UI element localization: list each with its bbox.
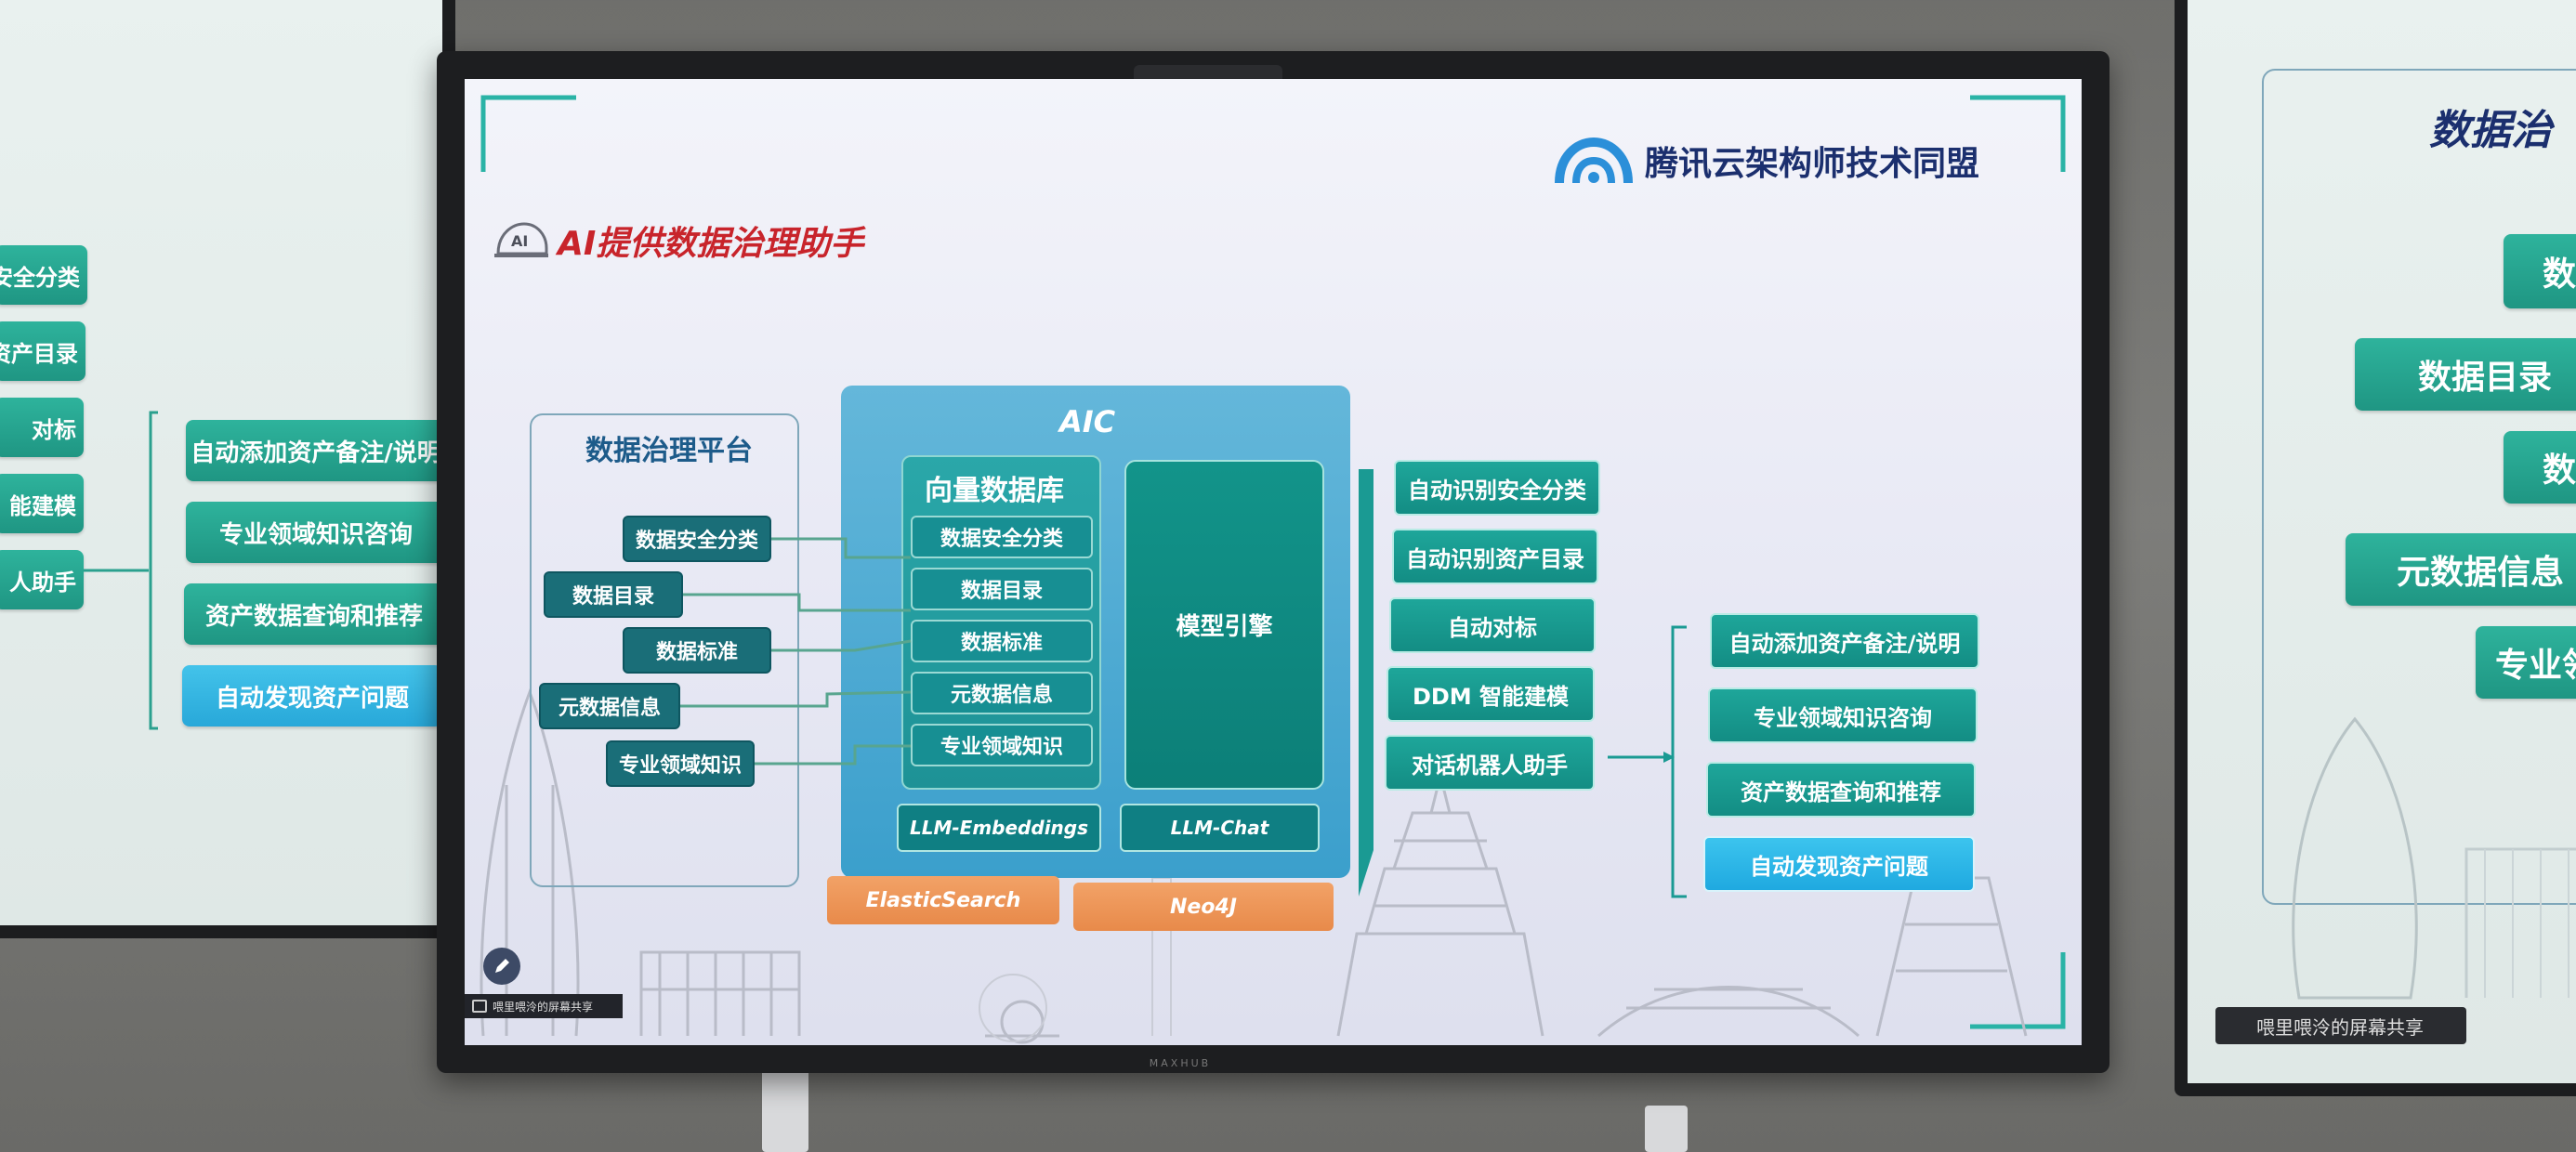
left-bracket-lines bbox=[84, 411, 158, 730]
right-share-bar-label: 喂里喂泠的屏幕共享 bbox=[2256, 1015, 2424, 1039]
right-chip-3: 数 bbox=[2504, 431, 2576, 504]
left-chip-1: 据安全分类 bbox=[0, 245, 87, 305]
llm-embeddings: LLM-Embeddings bbox=[897, 804, 1101, 852]
capability-auto-standard: 自动对标 bbox=[1389, 597, 1596, 653]
screen-share-icon bbox=[472, 1000, 487, 1013]
platform-item-metadata: 元数据信息 bbox=[539, 683, 680, 729]
function-auto-remark: 自动添加资产备注/说明 bbox=[1710, 613, 1979, 669]
tencent-cloud-logo-icon bbox=[1552, 135, 1636, 187]
vector-item-catalog: 数据目录 bbox=[911, 568, 1093, 610]
left-right-chip-2: 专业领域知识咨询 bbox=[186, 502, 446, 563]
corner-accents bbox=[480, 95, 2066, 1029]
ai-helmet-label: AI bbox=[511, 232, 529, 250]
left-chip-2: 资产目录 bbox=[0, 321, 85, 381]
elasticsearch: ElasticSearch bbox=[827, 876, 1059, 924]
vector-db-title: 向量数据库 bbox=[925, 475, 1064, 507]
function-discover-issues: 自动发现资产问题 bbox=[1703, 836, 1975, 892]
capability-auto-security: 自动识别安全分类 bbox=[1394, 460, 1600, 516]
right-screen-title: 数据治 bbox=[2429, 107, 2552, 154]
main-monitor-stand-right bbox=[1645, 1106, 1688, 1152]
right-chip-1: 数 bbox=[2504, 234, 2576, 308]
right-monitor-screen: 数据治 数 数据目录 数 元数据信息 专业领 喂里喂泠的屏幕共享 bbox=[2175, 0, 2576, 1096]
model-engine: 模型引擎 bbox=[1124, 460, 1324, 790]
left-right-chip-4: 自动发现资产问题 bbox=[182, 665, 442, 727]
vector-item-standard: 数据标准 bbox=[911, 620, 1093, 662]
left-chip-4: 能建模 bbox=[0, 474, 84, 533]
left-right-chip-3: 资产数据查询和推荐 bbox=[184, 583, 444, 645]
platform-title: 数据治理平台 bbox=[585, 435, 753, 467]
slide-screen: AI AI提供数据治理助手 腾讯云架构师技术同盟 数据治理平台 数据安全分类 数… bbox=[465, 79, 2082, 1045]
pen-icon bbox=[495, 959, 509, 973]
brand-name: 腾讯云架构师技术同盟 bbox=[1645, 145, 1980, 183]
left-monitor-screen: 据安全分类 资产目录 对标 能建模 人助手 自动添加资产备注/说明 专业领域知识… bbox=[0, 0, 455, 938]
function-data-query: 资产数据查询和推荐 bbox=[1706, 762, 1976, 818]
vector-item-security: 数据安全分类 bbox=[911, 516, 1093, 558]
edit-pen-button[interactable] bbox=[483, 948, 520, 985]
right-outline bbox=[2262, 69, 2576, 905]
right-landmark-illustration bbox=[2292, 716, 2576, 1000]
neo4j: Neo4J bbox=[1073, 883, 1334, 931]
right-chip-2: 数据目录 bbox=[2355, 338, 2576, 411]
monitor-brand: MAXHUB bbox=[1149, 1057, 1212, 1069]
right-share-bar[interactable]: 喂里喂泠的屏幕共享 bbox=[2215, 1007, 2466, 1044]
platform-connectors bbox=[680, 469, 1687, 898]
ai-helmet-icon: AI bbox=[493, 218, 550, 265]
platform-item-domain: 专业领域知识 bbox=[606, 740, 755, 787]
aic-title: AIC bbox=[1059, 404, 1116, 439]
platform-item-security: 数据安全分类 bbox=[623, 516, 771, 562]
platform-item-catalog: 数据目录 bbox=[544, 571, 683, 618]
platform-item-standard: 数据标准 bbox=[623, 627, 771, 674]
left-chip-5: 人助手 bbox=[0, 550, 84, 609]
llm-chat: LLM-Chat bbox=[1120, 804, 1320, 852]
screen-share-bar[interactable]: 喂里喂泠的屏幕共享 bbox=[465, 994, 623, 1018]
vector-item-domain: 专业领域知识 bbox=[911, 724, 1093, 766]
main-monitor-stand-left bbox=[762, 1068, 808, 1152]
right-chip-5: 专业领 bbox=[2476, 626, 2576, 699]
left-right-chip-1: 自动添加资产备注/说明 bbox=[186, 420, 446, 481]
slide-title: AI提供数据治理助手 bbox=[558, 225, 864, 263]
capability-chatbot: 对话机器人助手 bbox=[1385, 735, 1595, 791]
capability-ddm-modeling: DDM 智能建模 bbox=[1387, 666, 1595, 722]
right-chip-4: 元数据信息 bbox=[2346, 533, 2576, 606]
function-domain-consult: 专业领域知识咨询 bbox=[1708, 687, 1978, 743]
capability-auto-catalog: 自动识别资产目录 bbox=[1392, 529, 1598, 584]
vector-item-metadata: 元数据信息 bbox=[911, 672, 1093, 714]
left-chip-3: 对标 bbox=[0, 398, 84, 457]
screen-share-label: 喂里喂泠的屏幕共享 bbox=[493, 1000, 594, 1014]
